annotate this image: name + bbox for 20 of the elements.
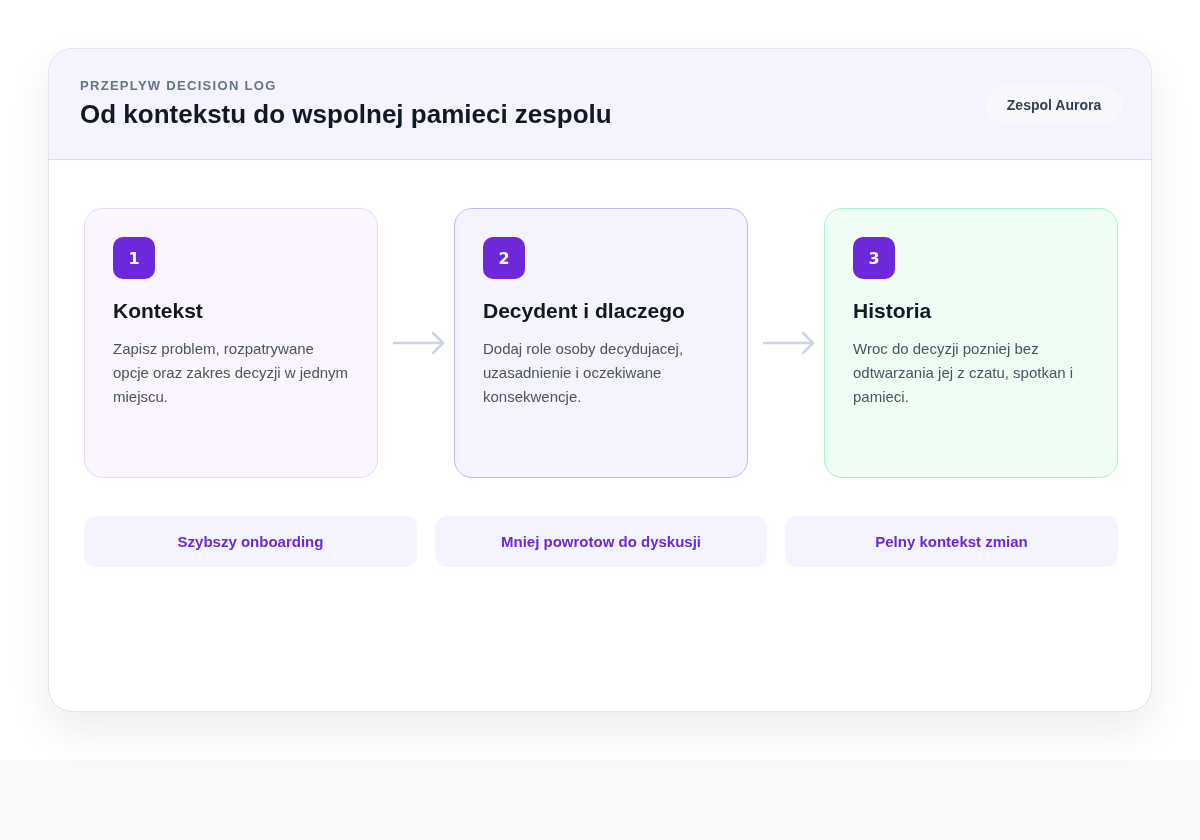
step-heading: Decydent i dlaczego — [483, 299, 685, 323]
arrow — [762, 331, 815, 355]
arrow — [392, 331, 445, 355]
eyebrow-label: PRZEPLYW DECISION LOG — [80, 78, 277, 93]
step-description: Wroc do decyzji pozniej bez odtwarzania jej z czatu, spotkan i pamieci. — [853, 339, 1075, 407]
step-heading: Kontekst — [113, 299, 203, 323]
step-description: Zapisz problem, rozpatrywane opcje oraz zakres decyzji w jednym miejscu. — [113, 339, 350, 407]
step-heading: Historia — [853, 299, 932, 323]
benefit-tag: Szybszy onboarding — [84, 516, 417, 567]
step-card — [454, 208, 748, 478]
benefit-tag: Mniej powrotow do dyskusji — [435, 516, 767, 567]
step-card — [824, 208, 1118, 478]
step-card — [84, 208, 378, 478]
step-number-badge: 2 — [483, 237, 525, 279]
diagram-title: Od kontekstu do wspolnej pamieci zespolu — [80, 99, 612, 130]
benefit-tag: Pelny kontekst zmian — [785, 516, 1118, 567]
team-tag: Zespol Aurora — [986, 86, 1122, 123]
step-number-badge: 1 — [113, 237, 155, 279]
step-number-badge: 3 — [853, 237, 895, 279]
step-description: Dodaj role osoby decydujacej, uzasadnienie i oczekiwane konsekwencje. — [483, 339, 685, 407]
